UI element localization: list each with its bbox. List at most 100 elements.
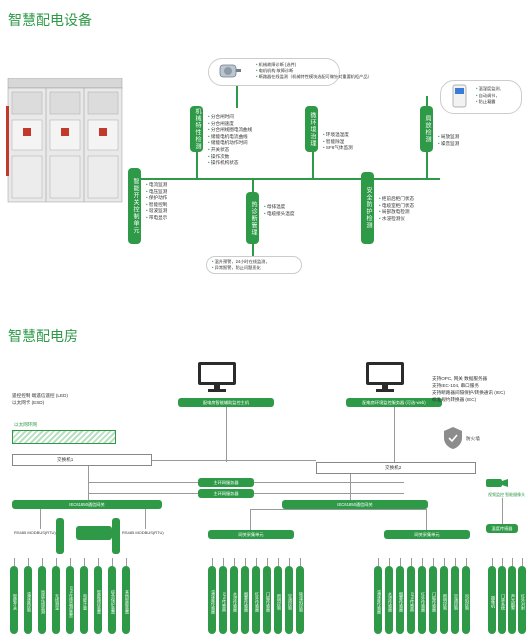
connector bbox=[152, 460, 316, 461]
section2-title: 智慧配电房 bbox=[8, 329, 78, 345]
left-desc-line: 以太网卡 (ESD) bbox=[12, 400, 45, 405]
leaf-device: 除湿机控制 bbox=[296, 566, 304, 634]
gateway-block bbox=[112, 518, 120, 554]
leaf-connector bbox=[512, 558, 513, 566]
leaf-connector bbox=[278, 558, 279, 566]
leaf-device: 水浸传感器 bbox=[385, 566, 393, 634]
branch-box-thermal: 热诊断管理 bbox=[246, 192, 259, 244]
note-line: 防止凝露 bbox=[476, 99, 504, 106]
mid-group-gateway: IEC61850通信网关 bbox=[282, 500, 428, 509]
sub-gateway-right: 网关采集单元 bbox=[384, 530, 470, 539]
main-item: 保护动作 bbox=[146, 195, 167, 202]
leaf-connector bbox=[411, 558, 412, 566]
branch-item: 局放监测 bbox=[438, 134, 459, 141]
branch-item-list: 母排温度 电缆接头温度 bbox=[264, 204, 295, 218]
leaf-device: 门磁传感器 bbox=[263, 566, 271, 634]
rs485-label: RS485 MODBUS(RTU) bbox=[14, 530, 56, 535]
note-line: 断路器在线监测（机械特性模块选配可做针对重要机柜产品） bbox=[256, 74, 372, 80]
bus-label: 以太网环网 bbox=[14, 422, 37, 427]
leaf-connector bbox=[502, 558, 503, 566]
leaf-connector bbox=[245, 558, 246, 566]
switch2-box: 交换机2 bbox=[316, 462, 476, 474]
branch-item-list: 局放监测 噪音监测 bbox=[438, 134, 459, 147]
leaf-device: 水浸传感器 bbox=[230, 566, 238, 634]
main-item: 谐波监测 bbox=[146, 208, 167, 215]
connector bbox=[226, 407, 227, 462]
leaf-device: 照明控制 bbox=[274, 566, 282, 634]
right-desc-line: 标准规约转换器 (IEC) bbox=[432, 397, 477, 402]
connector bbox=[254, 482, 404, 483]
branch-item: 噪音监测 bbox=[438, 141, 459, 148]
branch-item: 母排温度 bbox=[264, 204, 294, 211]
thermal-note: 温升预警，24小时在线监测， 异常报警，防止问题恶化 bbox=[212, 259, 270, 271]
leaf-device: SF6传感器 bbox=[219, 566, 227, 634]
branch-item: 水浸检测仪 bbox=[379, 216, 414, 223]
host1-monitor-icon bbox=[198, 362, 236, 392]
leaf-connector bbox=[223, 558, 224, 566]
leaf-device: 无线测温 bbox=[52, 566, 60, 634]
sensor-device-icon bbox=[452, 84, 467, 108]
leaf-device: 摄像机 bbox=[488, 566, 496, 634]
branch-box-environment: 微环境治理 bbox=[305, 106, 318, 152]
connector bbox=[236, 86, 238, 108]
leaf-connector bbox=[492, 558, 493, 566]
branch-box-partial-discharge: 局放检测 bbox=[420, 106, 433, 152]
leaf-connector bbox=[289, 558, 290, 566]
note-line: 机械故障诊断 (选件) bbox=[256, 62, 372, 68]
connector bbox=[40, 509, 41, 529]
leaf-connector bbox=[14, 558, 15, 566]
connector bbox=[502, 498, 503, 524]
leaf-device: 智能操控装置 bbox=[94, 566, 102, 634]
connector bbox=[196, 150, 198, 180]
connector bbox=[252, 244, 254, 256]
leaf-connector bbox=[378, 558, 379, 566]
main-item: 带电显示 bbox=[146, 215, 167, 222]
main-control-box: 智能开关控制单元 bbox=[128, 168, 141, 244]
branch-item: 电缆接头温度 bbox=[264, 211, 295, 218]
right-desc-line: 支持IEC-104, 串口服务 bbox=[432, 383, 479, 388]
connector bbox=[312, 150, 314, 180]
leaf-device: 智能开关 bbox=[10, 566, 18, 634]
leaf-connector bbox=[56, 558, 57, 566]
right-desc-line: 支持OPC, 网关 数据服务器 bbox=[432, 376, 488, 381]
leaf-device: 空调控制 bbox=[451, 566, 459, 634]
branch-item: 操作机构状态 bbox=[208, 160, 252, 167]
right-desc-line: 支持断路器间隔保护/转换通讯 (IEC) bbox=[432, 390, 505, 395]
leaf-device: 温湿度传感器 bbox=[208, 566, 216, 634]
leaf-device: 照明控制 bbox=[440, 566, 448, 634]
leaf-device: 门禁系统 bbox=[498, 566, 506, 634]
leaf-connector bbox=[98, 558, 99, 566]
left-group-gateway: IEC61850通信网关 bbox=[12, 500, 162, 509]
right-device-label: 温度传感器 bbox=[486, 524, 518, 533]
branch-item: SF6气体监测 bbox=[323, 145, 353, 152]
branch-item: 环境温湿度 bbox=[323, 132, 353, 139]
branch-item: 柜前后柜门状态 bbox=[379, 196, 414, 203]
gateway-block bbox=[56, 518, 64, 554]
leaf-connector bbox=[300, 558, 301, 566]
gateway-block bbox=[76, 526, 112, 540]
branch-box-safety: 安全防护检测 bbox=[361, 172, 374, 244]
switch1-box: 交换机1 bbox=[12, 454, 152, 466]
main-item-list: 电流监测 电压监测 保护动作 智能控制 谐波监测 带电显示 bbox=[146, 182, 167, 222]
branch-item: 分合闸速度 bbox=[208, 121, 252, 128]
connector bbox=[394, 407, 395, 462]
leaf-device: 综合保护装置 bbox=[108, 566, 116, 634]
device-note-frame bbox=[440, 80, 522, 114]
branch-item: 储能电机电流曲线 bbox=[208, 134, 252, 141]
note-line: 温升预警，24小时在线监测， bbox=[212, 259, 270, 265]
device-note: 温湿度监测、 自动调节， 防止凝露 bbox=[476, 86, 504, 106]
branch-item-list: 环境温湿度 智能除湿 SF6气体监测 bbox=[323, 132, 353, 152]
connector bbox=[250, 509, 426, 510]
leaf-connector bbox=[522, 558, 523, 566]
firewall-label: 防火墙 bbox=[466, 436, 480, 441]
leaf-device: SF6传感器 bbox=[407, 566, 415, 634]
branch-box-mechanical: 机械特性检测 bbox=[190, 106, 203, 152]
leaf-connector bbox=[267, 558, 268, 566]
leaf-connector bbox=[455, 558, 456, 566]
leaf-device: 红外对射 bbox=[518, 566, 526, 634]
branch-item: 智能除湿 bbox=[323, 139, 353, 146]
leaf-device: 温湿度控制 bbox=[24, 566, 32, 634]
switch2-label: 交换机2 bbox=[385, 465, 402, 470]
leaf-connector bbox=[433, 558, 434, 566]
connector bbox=[88, 466, 89, 500]
